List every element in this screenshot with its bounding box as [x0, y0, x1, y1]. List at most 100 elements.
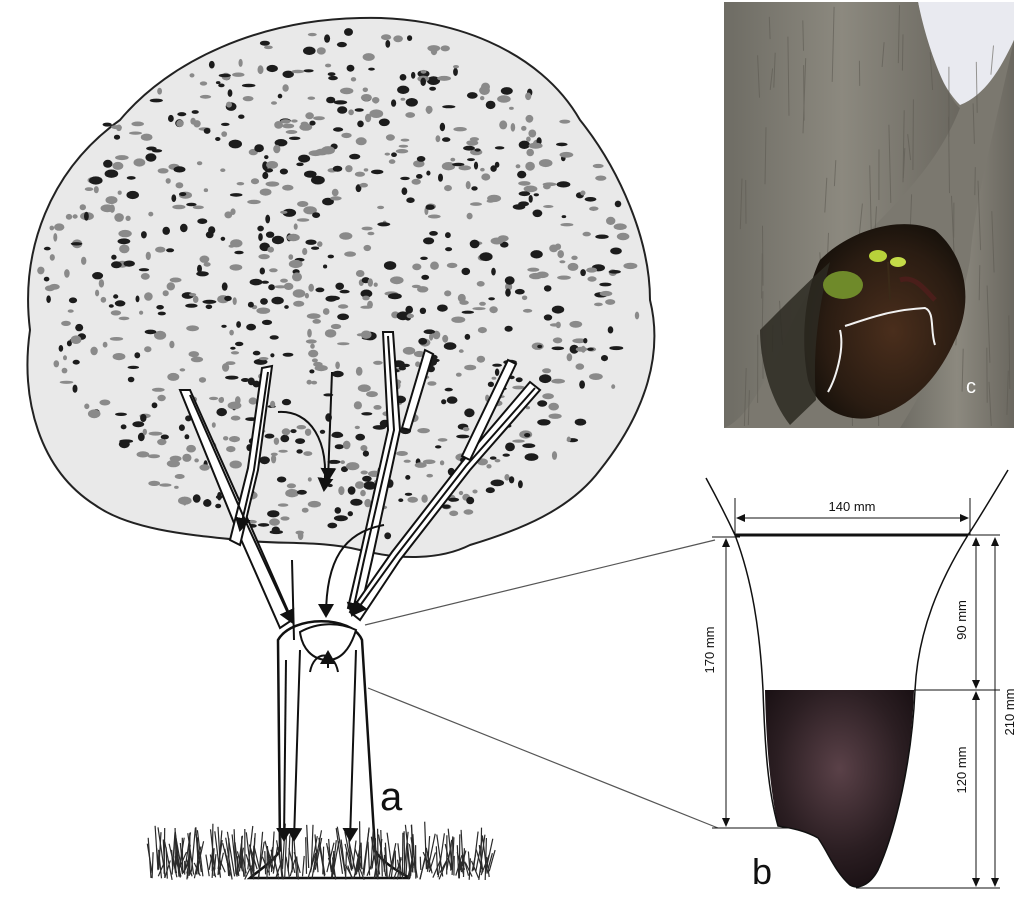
leaf-clump — [119, 439, 133, 443]
leaf-clump — [216, 81, 221, 84]
leaf-clump — [44, 277, 50, 282]
leaf-clump — [174, 486, 179, 489]
leaf-clump — [295, 438, 305, 444]
leaf-clump — [90, 347, 97, 356]
leaf-clump — [239, 59, 243, 67]
leaf-clump — [405, 493, 412, 496]
leaf-clump — [192, 110, 199, 114]
leaf-clump — [80, 204, 86, 210]
leaf-clump — [442, 162, 455, 170]
label-upper-depth: 90 mm — [954, 600, 969, 640]
leaf-clump — [321, 146, 335, 154]
leaf-clump — [126, 191, 139, 199]
leaf-clump — [361, 412, 372, 415]
leaf-clump — [429, 231, 438, 236]
leaf-clump — [186, 203, 196, 207]
leaf-clump — [203, 499, 211, 507]
leaf-clump — [311, 176, 325, 185]
leaf-clump — [215, 137, 220, 141]
leaf-clump — [111, 261, 122, 268]
leaf-clump — [141, 134, 153, 141]
leaf-clump — [527, 268, 539, 272]
leaf-clump — [459, 165, 472, 170]
leaf-clump — [328, 72, 336, 76]
leaf-clump — [429, 87, 436, 91]
leaf-clump — [152, 388, 165, 392]
leaf-clump — [258, 254, 269, 259]
leaf-clump — [313, 362, 323, 367]
leaf-clump — [237, 182, 245, 185]
leaf-clump — [486, 487, 495, 493]
leaf-clump — [346, 462, 359, 470]
leaf-clump — [264, 155, 268, 159]
leaf-clump — [73, 214, 78, 218]
leaf-clump — [447, 263, 458, 268]
leaf-clump — [186, 445, 196, 453]
leaf-clump — [200, 256, 210, 263]
leaf-clump — [266, 161, 278, 169]
leaf-clump — [421, 275, 429, 280]
bark-fissure — [902, 34, 903, 70]
leaf-clump — [312, 358, 318, 362]
leaf-clump — [399, 145, 409, 148]
leaf-clump — [544, 285, 552, 291]
leaf-clump — [470, 240, 480, 249]
leaf-clump — [158, 168, 169, 173]
leaf-clump — [131, 122, 144, 127]
leaf-clump — [486, 464, 491, 468]
leaf-clump — [340, 460, 345, 464]
leaf-clump — [445, 232, 451, 238]
leaf-clump — [282, 124, 294, 129]
leaf-clump — [533, 210, 543, 218]
leaf-clump — [332, 432, 342, 436]
leaf-clump — [505, 276, 515, 284]
leaf-clump — [555, 244, 561, 250]
leaf-clump — [311, 247, 319, 250]
leaf-clump — [389, 159, 396, 164]
leaf-clump — [337, 342, 349, 345]
leaf-clump — [401, 139, 410, 142]
leaf-clump — [426, 205, 435, 210]
leaf-clump — [260, 189, 272, 196]
leaf-clump — [335, 507, 342, 514]
leaf-clump — [385, 40, 390, 48]
leaf-clump — [312, 319, 321, 324]
leaf-clump — [292, 272, 302, 281]
leaf-clump — [523, 309, 532, 313]
leaf-clump — [308, 33, 317, 36]
leaf-clump — [219, 397, 224, 402]
section-right-branch — [968, 470, 1008, 535]
leaf-clump — [136, 296, 140, 303]
leaf-clump — [373, 425, 386, 430]
leaf-clump — [232, 73, 244, 77]
leaf-clump — [45, 285, 55, 291]
leaf-clump — [516, 164, 521, 168]
leaf-clump — [287, 483, 296, 488]
leaf-clump — [68, 309, 74, 312]
leaf-clump — [552, 306, 564, 314]
leaf-clump — [37, 267, 44, 275]
leaf-clump — [575, 419, 586, 426]
leaf-clump — [326, 296, 340, 301]
leaf-clump — [99, 279, 104, 287]
leaf-clump — [113, 353, 126, 360]
leaf-clump — [348, 486, 356, 495]
leaf-clump — [421, 495, 427, 503]
leaf-clump — [298, 155, 310, 163]
leaf-clump — [278, 503, 289, 506]
leaf-clump — [412, 285, 421, 288]
leaf-clump — [614, 223, 627, 230]
leaf-clump — [317, 47, 326, 54]
leaf-clump — [241, 378, 249, 382]
leaf-clump — [466, 497, 474, 505]
leaf-clump — [335, 444, 344, 449]
leaf-clump — [60, 381, 74, 384]
leaf-clump — [280, 211, 287, 214]
leaf-clump — [145, 330, 157, 335]
leaf-clump — [209, 61, 215, 69]
leaf-clump — [595, 235, 608, 239]
leaf-clump — [479, 252, 492, 261]
leaf-clump — [479, 302, 486, 306]
leaf-clump — [115, 300, 126, 306]
leaf-clump — [456, 435, 469, 439]
